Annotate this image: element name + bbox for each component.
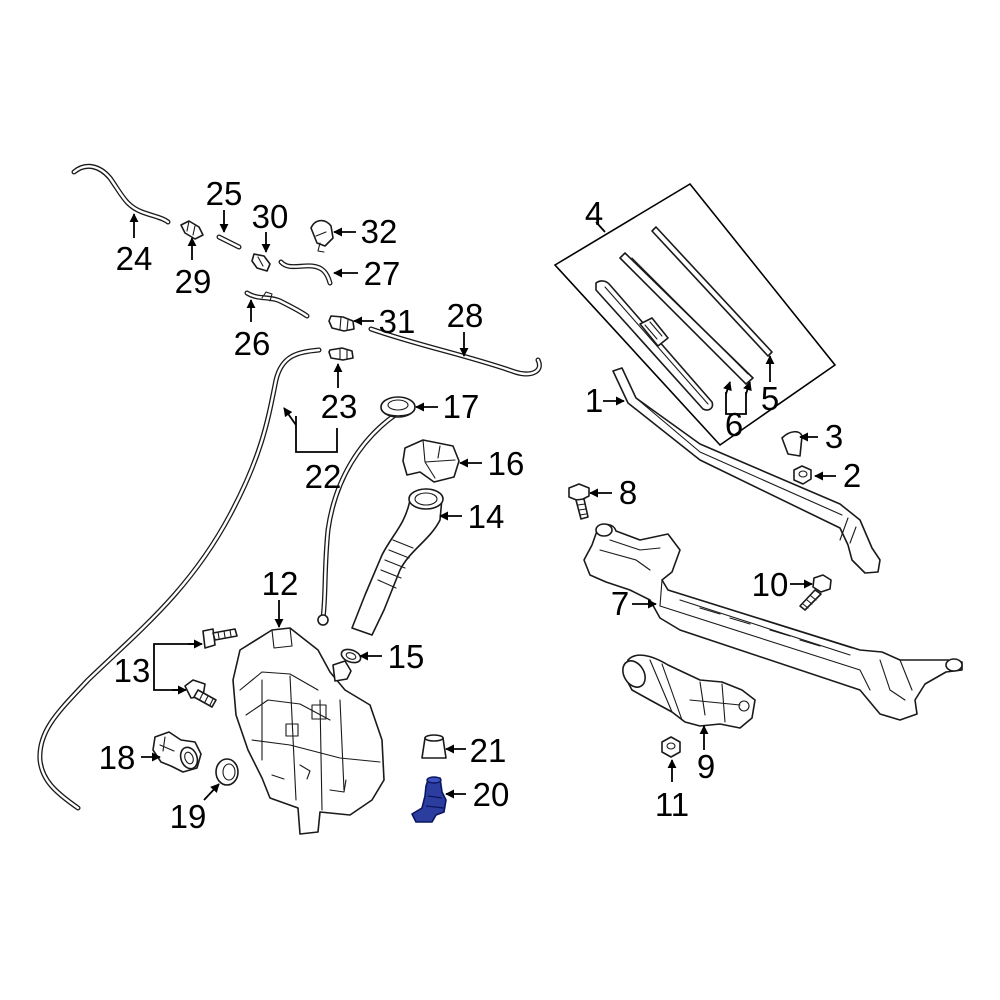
callout-6: 6 — [725, 406, 743, 443]
leader-lines — [129, 210, 836, 801]
callout-7: 7 — [611, 585, 629, 622]
bolt-8[interactable] — [568, 483, 590, 520]
washer-hose-22[interactable] — [37, 347, 322, 811]
callout-30: 30 — [252, 198, 289, 235]
connector-31[interactable] — [328, 315, 355, 332]
callout-28: 28 — [447, 297, 484, 334]
filter-21[interactable] — [421, 734, 447, 759]
filler-cap-17[interactable] — [317, 396, 416, 626]
washer-hose-28[interactable] — [368, 326, 542, 377]
bolt-13a[interactable] — [202, 628, 238, 649]
grommet-19[interactable] — [215, 758, 239, 786]
connector-29[interactable] — [180, 220, 204, 240]
wiper-blade-kit-4[interactable] — [553, 182, 837, 447]
callout-26: 26 — [234, 325, 271, 362]
bolt-13b[interactable] — [184, 679, 217, 708]
callout-12: 12 — [262, 565, 299, 602]
bracket-16[interactable] — [402, 439, 460, 483]
callout-11: 11 — [655, 786, 689, 823]
callout-15: 15 — [388, 638, 425, 675]
leader-4 — [595, 221, 606, 233]
nut-2[interactable] — [793, 465, 812, 485]
wiper-motor-9[interactable] — [618, 654, 756, 729]
filler-neck-14[interactable] — [351, 488, 444, 636]
callout-29: 29 — [175, 263, 212, 300]
leader-6 — [725, 392, 747, 415]
nut-11[interactable] — [661, 736, 681, 758]
callout-24: 24 — [116, 240, 153, 277]
callout-18: 18 — [99, 739, 136, 776]
callout-8: 8 — [619, 474, 637, 511]
connector-23[interactable] — [328, 347, 354, 361]
callout-31: 31 — [379, 303, 416, 340]
leader-19 — [203, 783, 220, 801]
washer-nozzle-32[interactable] — [310, 219, 334, 253]
callout-1: 1 — [585, 382, 603, 419]
callout-3: 3 — [825, 418, 843, 455]
callout-19: 19 — [170, 798, 207, 835]
arm-cap-3[interactable] — [781, 430, 803, 457]
pump-connector-18[interactable] — [152, 731, 202, 773]
washer-pump-20[interactable] — [411, 776, 447, 823]
washer-tube-26[interactable] — [244, 290, 310, 319]
washer-reservoir-12[interactable] — [232, 627, 385, 835]
callout-22: 22 — [305, 458, 342, 495]
hose-piece-25[interactable] — [216, 234, 242, 250]
check-valve-30[interactable] — [251, 253, 271, 272]
callout-27: 27 — [364, 255, 401, 292]
callout-labels: 1 2 3 4 5 6 7 8 9 10 11 12 13 14 15 16 1… — [99, 175, 862, 835]
callout-14: 14 — [468, 498, 505, 535]
callout-16: 16 — [488, 445, 525, 482]
callout-2: 2 — [843, 457, 861, 494]
callout-13: 13 — [114, 652, 151, 689]
callout-17: 17 — [443, 388, 480, 425]
wiper-arm-1[interactable] — [612, 367, 881, 574]
bolt-10[interactable] — [799, 574, 832, 611]
callout-10: 10 — [752, 566, 789, 603]
callout-20: 20 — [473, 776, 510, 813]
washer-hose-24[interactable] — [71, 163, 171, 225]
leader-22 — [295, 416, 338, 453]
washer-hose-27[interactable] — [278, 259, 333, 286]
callout-9: 9 — [697, 748, 715, 785]
callout-25: 25 — [206, 175, 243, 212]
callout-32: 32 — [361, 213, 398, 250]
callout-4: 4 — [585, 195, 603, 232]
wiper-linkage-7[interactable] — [583, 523, 963, 721]
callout-23: 23 — [321, 388, 358, 425]
callout-5: 5 — [761, 380, 779, 417]
callout-21: 21 — [470, 732, 507, 769]
